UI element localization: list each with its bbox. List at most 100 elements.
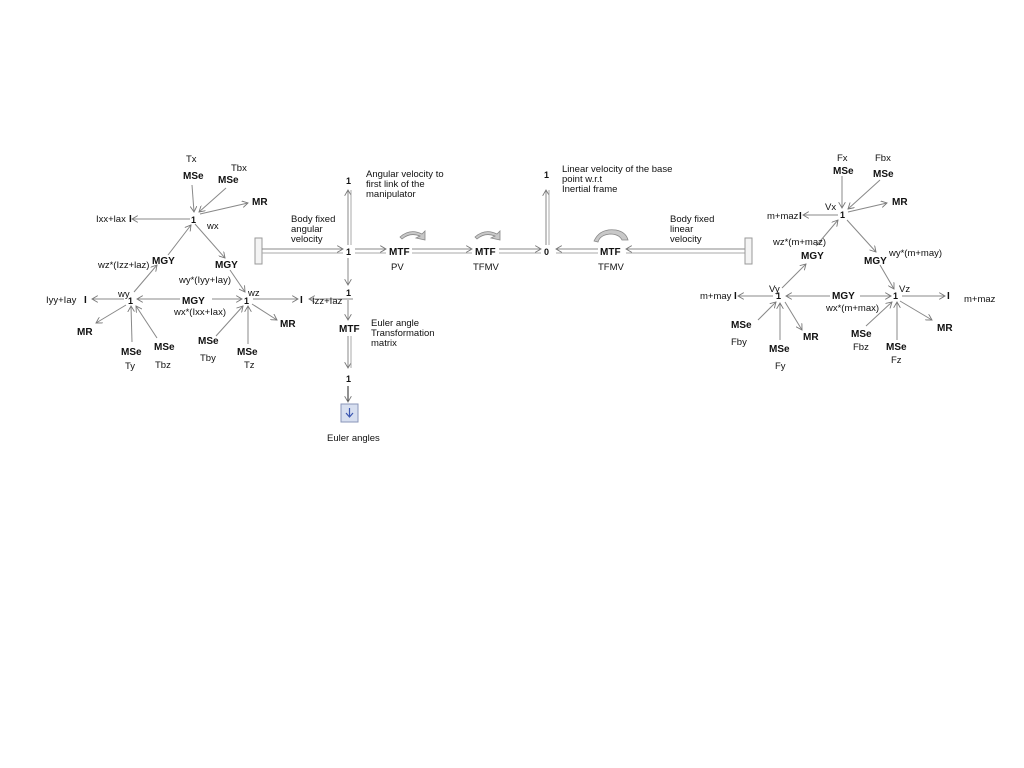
- label-pv: PV: [391, 262, 404, 273]
- mse-fy[interactable]: MSe: [769, 344, 790, 355]
- bond-mse-ty-wy: [131, 306, 132, 343]
- junction-vz[interactable]: 1: [893, 291, 898, 301]
- mr-left-right[interactable]: MR: [280, 319, 296, 330]
- mtf-euler[interactable]: MTF: [339, 324, 360, 335]
- label-body-lin: Body fixed linear velocity: [670, 214, 717, 245]
- bond-mse-tby-wz: [215, 306, 243, 337]
- mgy-left-3[interactable]: MGY: [215, 260, 238, 271]
- label-fz: Fz: [891, 355, 902, 366]
- euler-tm-l2: Transformation: [371, 328, 435, 339]
- bond-mse-tx-wx: [192, 184, 194, 212]
- bond-vy-mr: [784, 301, 802, 330]
- mtf-tfmv1[interactable]: MTF: [475, 247, 496, 258]
- curl-tfmv2-icon: [593, 229, 629, 243]
- bond-mgy3-wz: [229, 269, 245, 292]
- lin-base-l3: Inertial frame: [562, 184, 617, 195]
- junction-vx[interactable]: 1: [840, 210, 845, 220]
- label-wy: wy: [117, 289, 130, 300]
- junction-wz[interactable]: 1: [244, 296, 249, 306]
- body-lin-l3: velocity: [670, 234, 702, 245]
- mse-fbx[interactable]: MSe: [873, 169, 894, 180]
- mse-fby[interactable]: MSe: [731, 320, 752, 331]
- bond-mse-tbx-wx: [199, 187, 227, 212]
- bond-mse-fbz-vz: [865, 302, 892, 327]
- mr-left-lower[interactable]: MR: [77, 327, 93, 338]
- label-vz: Vz: [899, 284, 910, 295]
- label-wz-m-maz: wz*(m+maz): [772, 237, 826, 248]
- lin-base-l2: point w.r.t: [562, 174, 602, 185]
- ang-first-l1: Angular velocity to: [366, 169, 444, 180]
- label-wz: wz: [247, 288, 260, 299]
- label-ang-vel-first: Angular velocity to first link of the ma…: [366, 169, 446, 200]
- mgy-left-1[interactable]: MGY: [152, 256, 175, 267]
- mse-tx[interactable]: MSe: [183, 171, 204, 182]
- bond-vx-mr: [847, 203, 887, 213]
- junction-wx[interactable]: 1: [191, 215, 196, 225]
- mse-fbz[interactable]: MSe: [851, 329, 872, 340]
- label-tby: Tby: [200, 353, 216, 364]
- bond-mgy2-vz: [879, 264, 894, 289]
- bond-wx-mr: [199, 203, 248, 215]
- mr-right-right[interactable]: MR: [937, 323, 953, 334]
- junction-wy[interactable]: 1: [128, 296, 133, 306]
- mse-tz[interactable]: MSe: [237, 347, 258, 358]
- junction-zero[interactable]: 0: [544, 247, 549, 257]
- i-vz[interactable]: I: [947, 291, 950, 302]
- bond-mse-fbx-vx: [848, 179, 881, 209]
- i-vy[interactable]: I: [734, 291, 737, 302]
- plate-left: [254, 237, 263, 265]
- label-m-may: m+may: [700, 291, 732, 302]
- mgy-right-1[interactable]: MGY: [801, 251, 824, 262]
- junction-vy[interactable]: 1: [776, 291, 781, 301]
- body-ang-line3: velocity: [291, 234, 323, 245]
- mse-tbz[interactable]: MSe: [154, 342, 175, 353]
- label-wx-m-max: wx*(m+max): [825, 303, 879, 314]
- label-vx: Vx: [825, 202, 836, 213]
- i-top-right[interactable]: I: [799, 211, 802, 222]
- mtf-pv[interactable]: MTF: [389, 247, 410, 258]
- ang-first-l3: manipulator: [366, 189, 416, 200]
- mtf-tfmv2[interactable]: MTF: [600, 247, 621, 258]
- linear-subgraph: Fx Fbx MSe MSe MR Vx 1 m+maz I wz*(m+maz…: [700, 153, 996, 372]
- label-fby: Fby: [731, 337, 747, 348]
- label-wx-ixx: wx*(Ixx+Iax): [173, 307, 226, 318]
- mgy-right-2[interactable]: MGY: [864, 256, 887, 267]
- bond-vy-mgy1: [781, 264, 806, 289]
- label-tbx: Tbx: [231, 163, 247, 174]
- mse-ty[interactable]: MSe: [121, 347, 142, 358]
- bond-vz-mr: [899, 300, 932, 320]
- ang-first-l2: first link of the: [366, 179, 425, 190]
- mgy-left-2[interactable]: MGY: [182, 296, 205, 307]
- curl-tfmv1-icon: [474, 230, 501, 241]
- bond-vx-mgy2: [846, 219, 876, 252]
- mse-tbx[interactable]: MSe: [218, 175, 239, 186]
- label-vy: Vy: [769, 284, 780, 295]
- bond-wy-mgy1: [133, 265, 157, 293]
- junction-euler[interactable]: 1: [346, 374, 351, 384]
- mse-fz[interactable]: MSe: [886, 342, 907, 353]
- i-izz[interactable]: I: [300, 295, 303, 306]
- body-lin-l2: linear: [670, 224, 693, 235]
- label-izz-laz: Izz+Iaz: [312, 296, 343, 307]
- i-iyy[interactable]: I: [84, 295, 87, 306]
- mr-right-bottom[interactable]: MR: [803, 332, 819, 343]
- down-arrow-icon: [345, 408, 354, 418]
- junction-top[interactable]: 1: [346, 176, 351, 186]
- label-iyy-lay: Iyy+Iay: [46, 295, 77, 306]
- junction-center[interactable]: 1: [346, 247, 351, 257]
- label-body-ang: Body fixed angular velocity: [291, 214, 338, 245]
- label-fy: Fy: [775, 361, 786, 372]
- label-tz: Tz: [244, 360, 255, 371]
- label-wy-m-may: wy*(m+may): [888, 248, 942, 259]
- mse-fx[interactable]: MSe: [833, 166, 854, 177]
- i-ixx[interactable]: I: [129, 214, 132, 225]
- mr-top-left[interactable]: MR: [252, 197, 268, 208]
- mr-top-right[interactable]: MR: [892, 197, 908, 208]
- bond-wz-mr: [251, 303, 277, 320]
- mse-tby[interactable]: MSe: [198, 336, 219, 347]
- mgy-right-3[interactable]: MGY: [832, 291, 855, 302]
- junction-lin-top[interactable]: 1: [544, 170, 549, 180]
- junction-below[interactable]: 1: [346, 288, 351, 298]
- label-fx: Fx: [837, 153, 848, 164]
